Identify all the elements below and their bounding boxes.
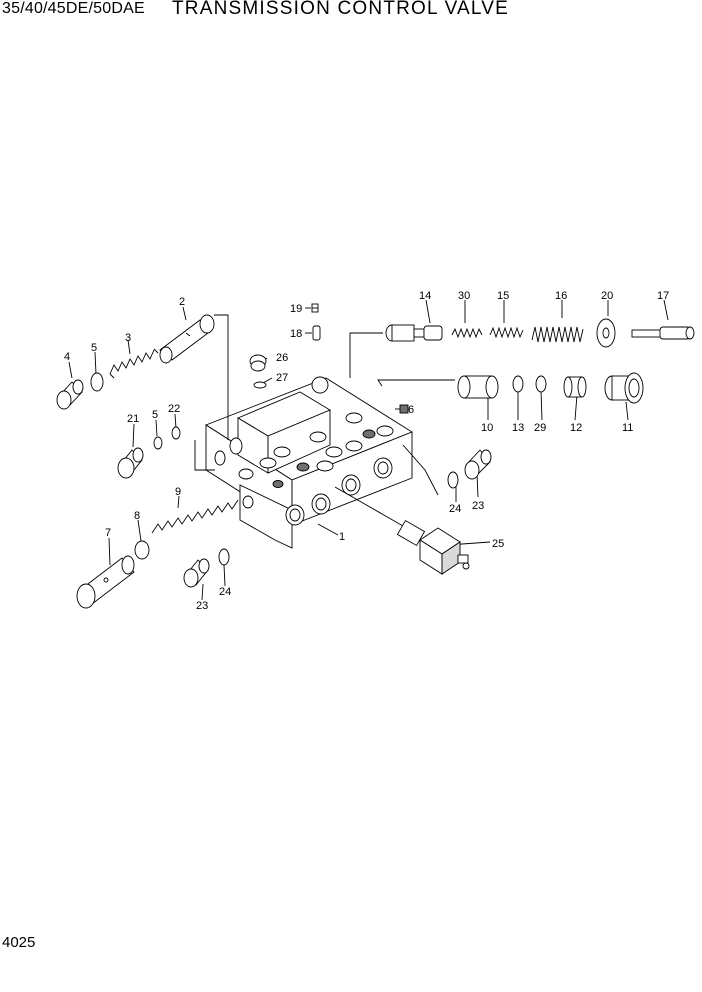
callout-8: 8 [134,510,140,522]
callout-26: 26 [276,352,288,364]
o-ring [447,471,459,489]
solenoid-valve [396,519,470,575]
plug [464,449,492,480]
callout-9: 9 [175,486,181,498]
plug [399,404,409,414]
callout-19: 19 [290,303,302,315]
callout-30: 30 [458,290,470,302]
plug [117,447,144,479]
callout-7: 7 [105,527,111,539]
callout-24b: 24 [219,586,231,598]
callout-14: 14 [419,290,431,302]
plug [183,558,210,588]
callout-5: 5 [91,342,97,354]
cap [596,318,616,348]
callout-23: 23 [472,500,484,512]
o-ring [512,375,524,393]
callout-4: 4 [64,351,70,363]
spring [151,499,239,534]
o-ring [171,426,181,440]
callout-16: 16 [555,290,567,302]
cap [249,354,267,372]
sleeve [457,375,499,399]
callout-24: 24 [449,503,461,515]
callout-25: 25 [492,538,504,550]
callout-2: 2 [179,296,185,308]
o-ring [218,548,230,566]
cap [76,555,135,609]
callout-17: 17 [657,290,669,302]
plug [311,303,319,313]
piston [385,324,443,342]
piston [631,326,695,340]
callout-22: 22 [168,403,180,415]
callout-13: 13 [512,422,524,434]
callout-23b: 23 [196,600,208,612]
valve-body [205,376,413,549]
spring [451,327,483,339]
o-ring [253,381,267,389]
callout-27: 27 [276,372,288,384]
callout-5b: 5 [152,409,158,421]
callout-21: 21 [127,413,139,425]
sleeve [563,376,587,398]
o-ring [153,436,163,450]
spring [109,348,159,379]
callout-11: 11 [622,422,633,434]
plug [56,379,84,410]
spring [531,326,584,343]
callout-18: 18 [290,328,302,340]
callout-12: 12 [570,422,582,434]
cap [604,372,644,404]
callout-1: 1 [339,531,345,543]
callout-3: 3 [125,332,131,344]
page-number: 4025 [2,934,36,951]
callout-29: 29 [534,422,546,434]
o-ring [90,372,104,392]
callout-10: 10 [481,422,493,434]
model-number: 35/40/45DE/50DAE [2,0,145,17]
callout-20: 20 [601,290,613,302]
diagram-title: TRANSMISSION CONTROL VALVE [172,0,510,19]
o-ring [134,540,150,560]
plug [312,325,321,341]
o-ring [535,375,547,393]
callout-6: 6 [408,404,414,416]
callout-15: 15 [497,290,509,302]
callout-labels: 1 2 3 4 5 5 6 7 8 9 10 11 12 13 14 15 16… [64,290,669,612]
spring [489,326,524,339]
spool [159,314,215,364]
